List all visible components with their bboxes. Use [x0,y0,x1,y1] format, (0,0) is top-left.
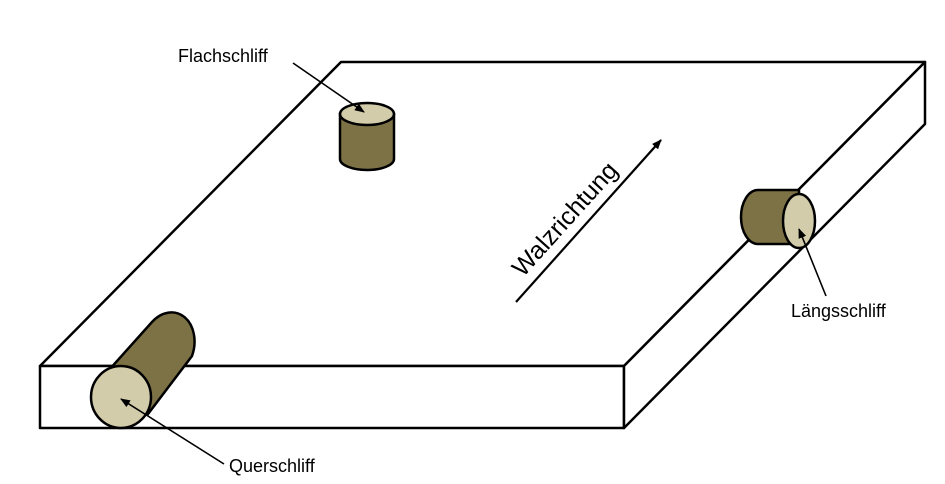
leader-arrows [120,62,827,465]
flachschliff-label: Flachschliff [178,46,269,66]
flachschliff-sample [338,101,396,172]
querschliff-leader-arrow [120,398,225,465]
querschliff-label: Querschliff [229,456,316,476]
querschliff-sample-face [89,364,153,430]
laengsschliff-leader-arrow [798,228,827,297]
walzrichtung-arrow [515,139,662,303]
laengsschliff-sample [739,188,817,250]
laengsschliff-sample-face [781,192,817,250]
flachschliff-sample-face [338,101,396,127]
laengsschliff-label: Längsschliff [791,301,887,321]
flachschliff-sample-body [338,112,396,172]
querschliff-sample [89,311,196,430]
flachschliff-leader-arrow [292,62,365,113]
